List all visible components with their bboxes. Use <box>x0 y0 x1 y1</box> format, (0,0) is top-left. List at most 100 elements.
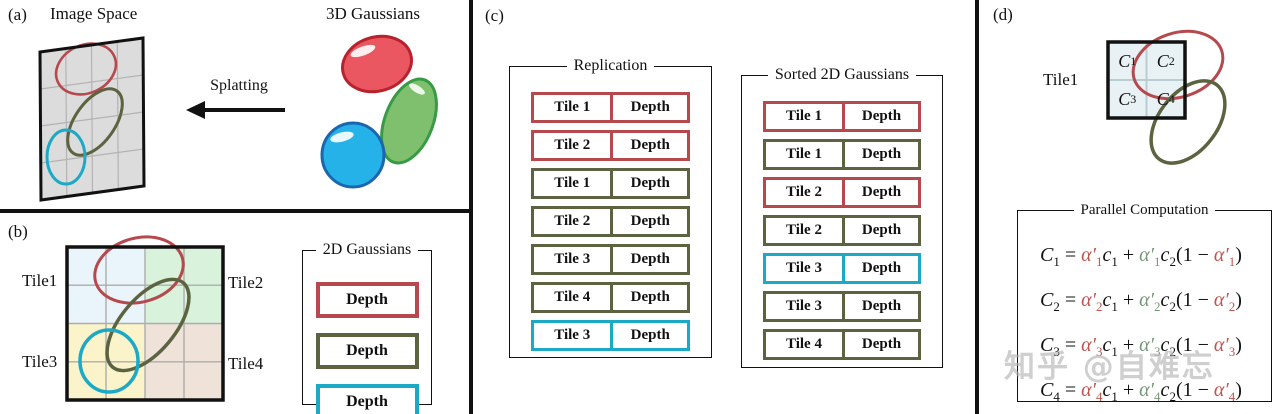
tile1-zoom <box>1106 29 1227 165</box>
blending-equations: C1 = α′1c1 + α′1c2(1 − α′1) C2 = α′2c1 + … <box>1030 225 1259 413</box>
depth-cell: Depth <box>613 322 687 348</box>
panel-a-label: (a) <box>8 5 27 24</box>
tile-cell: Tile 2 <box>534 132 614 158</box>
olive-2d-gaussian-ellipse <box>105 277 191 373</box>
tile-grid <box>67 247 223 400</box>
tile-cell: Tile 3 <box>766 293 845 319</box>
tile-cell: Tile 2 <box>766 217 845 243</box>
tile-cell: Tile 4 <box>766 331 845 357</box>
green-3d-gaussian <box>380 77 438 165</box>
tile-cell: Tile 3 <box>534 246 614 272</box>
panel-b-graphics <box>65 235 225 402</box>
panel-divider-vertical-1 <box>469 0 473 414</box>
sorted-gaussians-title: Sorted 2D Gaussians <box>774 66 910 83</box>
tile-cell: Tile 1 <box>766 103 845 129</box>
legend-depth-box: Depth <box>315 281 419 318</box>
depth-cell: Depth <box>613 94 687 120</box>
depth-cell: Depth <box>844 179 918 205</box>
depth-cell: Depth <box>844 103 918 129</box>
tile1-label: Tile1 <box>22 271 58 290</box>
tiled-image-border <box>65 245 225 402</box>
2d-gaussians-legend-title: 2D Gaussians <box>322 241 412 258</box>
blue-blob-highlight <box>330 131 354 143</box>
tile-cell: Tile 3 <box>534 322 614 348</box>
panel-b-label: (b) <box>8 222 28 241</box>
plane-border <box>38 36 146 202</box>
splatting-arrow <box>186 101 285 119</box>
tile1-label: Tile1 <box>1043 70 1079 89</box>
panel-a: (a) Image Space 3D Gaussians Splatting <box>0 0 470 212</box>
3d-gaussian-blobs <box>320 34 438 189</box>
tile-cell: Tile 2 <box>766 179 845 205</box>
image-plane <box>38 36 146 202</box>
panel-d-label: (d) <box>993 5 1013 24</box>
tile-cell: Tile 3 <box>766 255 845 281</box>
depth-cell: Depth <box>844 217 918 243</box>
tile-cell: Tile 1 <box>534 94 614 120</box>
depth-cell: Depth <box>613 284 687 310</box>
blending-equation: C1 = α′1c1 + α′1c2(1 − α′1) <box>1040 243 1242 269</box>
panel-a-graphics <box>38 34 438 202</box>
panel-divider-horizontal <box>0 209 472 213</box>
cyan-2d-gaussian-ellipse <box>45 128 87 186</box>
legend-depth-box: Depth <box>315 332 419 369</box>
replication-title: Replication <box>573 57 648 74</box>
green-blob-highlight <box>409 83 425 95</box>
depth-cell: Depth <box>613 208 687 234</box>
parallel-computation-box: Parallel Computation C1 = α′1c1 + α′1c2(… <box>1017 202 1272 403</box>
depth-cell: Depth <box>844 255 918 281</box>
panel-b: (b) Tile1 Tile2 Tile3 Tile4 2D Gaussians… <box>0 214 470 414</box>
tile-cell: Tile 1 <box>534 170 614 196</box>
blue-3d-gaussian <box>320 121 386 189</box>
tile2-label: Tile2 <box>228 273 264 292</box>
tiled-image <box>65 235 225 402</box>
blending-equation: C2 = α′2c1 + α′2c2(1 − α′2) <box>1040 288 1242 314</box>
red-2d-gaussian-ellipse <box>1131 29 1225 101</box>
pixel-grid <box>1108 42 1185 118</box>
olive-2d-gaussian-ellipse <box>66 87 124 157</box>
panel-c-label: (c) <box>485 6 504 25</box>
tile3-label: Tile3 <box>22 352 58 371</box>
red-2d-gaussian-ellipse <box>93 235 185 305</box>
depth-cell: Depth <box>844 293 918 319</box>
olive-2d-gaussian-ellipse <box>1149 79 1227 165</box>
depth-cell: Depth <box>613 246 687 272</box>
blending-equation: C4 = α′4c1 + α′4c2(1 − α′4) <box>1040 378 1242 404</box>
tile4-label: Tile4 <box>228 354 264 373</box>
tile-cell: Tile 2 <box>534 208 614 234</box>
tile-cell: Tile 1 <box>766 141 845 167</box>
parallel-computation-title: Parallel Computation <box>1080 202 1209 218</box>
tile1-border <box>1106 40 1187 120</box>
depth-cell: Depth <box>613 132 687 158</box>
plane-grid <box>40 41 144 197</box>
depth-cell: Depth <box>613 170 687 196</box>
image-space-title: Image Space <box>50 4 138 23</box>
